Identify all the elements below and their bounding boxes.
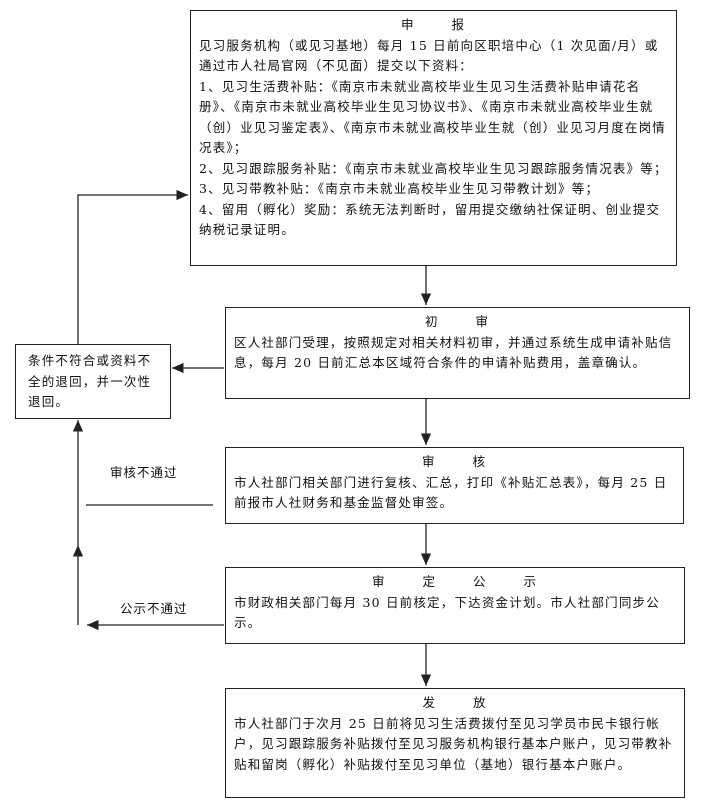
label-publicity-fail: 公示不通过 <box>120 601 188 616</box>
step-apply: 申报 见习服务机构（或见习基地）每月 15 日前向区职培中心（1 次见面/月）或… <box>190 10 677 266</box>
step-title: 核 <box>472 454 488 469</box>
label-review-fail: 审核不通过 <box>110 465 178 480</box>
step-title: 公 示 <box>473 574 538 589</box>
step-review: 审核 市人社部门相关部门进行复核、汇总，打印《补贴汇总表》，每月 25 日前报市… <box>225 447 684 524</box>
step-text: 市人社部门于次月 25 日前将见习生活费拨付至见习学员市民卡银行帐户，见习跟踪服… <box>234 715 673 772</box>
step-text: 2、见习跟踪服务补贴：《南京市未就业高校毕业生见习跟踪服务情况表》等； <box>199 160 668 176</box>
step-title: 申 <box>400 17 416 32</box>
reject-text: 条件不符合或资料不全的退回，并一次性退回。 <box>28 353 152 409</box>
step-text: 市财政相关部门每月 30 日前核定，下达资金计划。市人社部门同步公示。 <box>234 594 660 631</box>
step-initial-review: 初审 区人社部门受理，按照规定对相关材料初审，并通过系统生成申请补贴信息，每月 … <box>225 307 690 399</box>
step-approve-publicity: 审 定 公 示 市财政相关部门每月 30 日前核定，下达资金计划。市人社部门同步公… <box>225 567 685 644</box>
step-title-row: 审核 <box>234 452 675 473</box>
step-title: 放 <box>473 695 488 710</box>
step-text: 1、见习生活费补贴：《南京市未就业高校毕业生见习生活费补贴申请花名册》、《南京市… <box>199 78 667 156</box>
step-title: 审 <box>475 314 491 329</box>
step-text: 区人社部门受理，按照规定对相关材料初审，并通过系统生成申请补贴信息，每月 20 … <box>234 334 673 371</box>
step-title-row: 初审 <box>234 312 681 333</box>
step-title: 审 定 <box>372 574 437 589</box>
step-disburse: 发放 市人社部门于次月 25 日前将见习生活费拨付至见习学员市民卡银行帐户，见习… <box>225 688 685 798</box>
step-text: 市人社部门相关部门进行复核、汇总，打印《补贴汇总表》，每月 25 日前报市人社财… <box>234 474 668 511</box>
step-title: 发 <box>422 695 437 710</box>
step-title: 审 <box>421 454 437 469</box>
step-title-row: 审 定公 示 <box>234 572 676 593</box>
step-title-row: 发放 <box>234 693 676 714</box>
arrow-resubmit <box>77 189 188 344</box>
step-title: 初 <box>424 314 440 329</box>
step-title: 报 <box>451 17 467 32</box>
reject-box: 条件不符合或资料不全的退回，并一次性退回。 <box>15 344 171 419</box>
step-text: 3、见习带教补贴：《南京市未就业高校毕业生见习带教计划》等； <box>199 181 600 196</box>
step-text: 4、留用（孵化）奖励：系统无法判断时，留用提交缴纳社保证明、创业提交纳税记录证明… <box>199 201 661 238</box>
step-title-row: 申报 <box>199 15 668 36</box>
step-text: 见习服务机构（或见习基地）每月 15 日前向区职培中心（1 次见面/月）或通过市… <box>199 37 659 74</box>
